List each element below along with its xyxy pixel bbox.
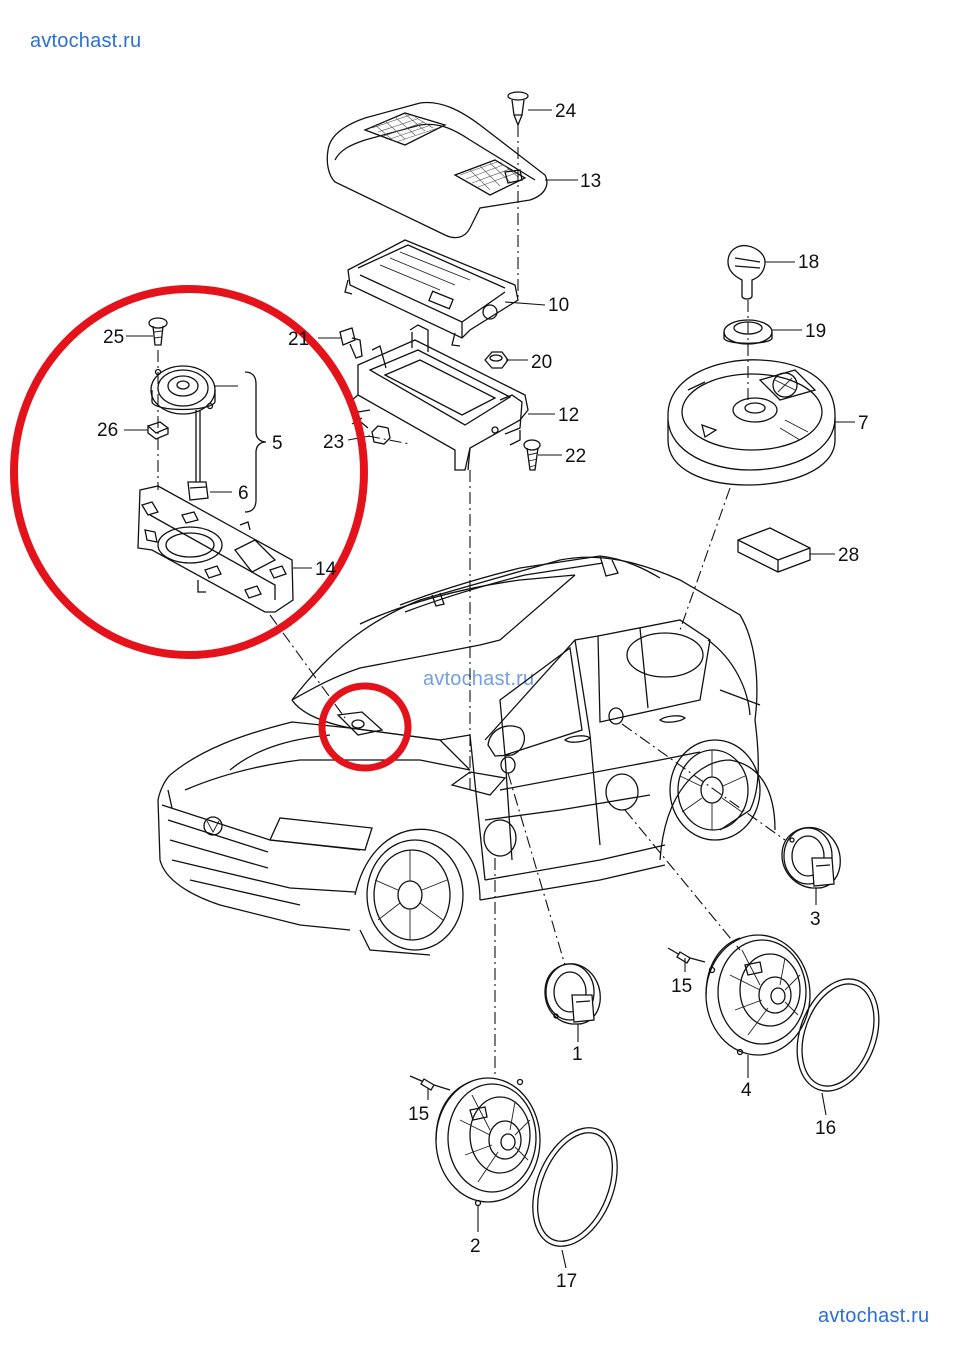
- part-15-screw-a: [667, 947, 706, 964]
- part-5-tweeter-assembly: [137, 317, 294, 613]
- callout-21: 21: [288, 329, 309, 350]
- part-28-pad: [737, 527, 811, 573]
- callout-23: 23: [323, 432, 344, 453]
- part-17-ring: [532, 1127, 618, 1247]
- callout-labels: 24 13 10 12 20 22 21 23 18 19 7 28 25 26…: [97, 101, 869, 1292]
- callout-17: 17: [556, 1271, 577, 1292]
- rear-window-spot: [626, 632, 704, 678]
- part-16-ring: [796, 978, 880, 1092]
- callout-15b: 15: [408, 1104, 429, 1125]
- callout-28: 28: [838, 545, 859, 566]
- part-18-sensor: [727, 244, 766, 300]
- assembly-lines: [157, 125, 786, 1075]
- part-2-woofer: [435, 1077, 541, 1207]
- callout-15a: 15: [671, 976, 692, 997]
- callout-26: 26: [97, 420, 118, 441]
- car-body: [157, 555, 776, 956]
- part-3-speaker: [781, 826, 841, 889]
- callout-20: 20: [531, 352, 552, 373]
- callout-22: 22: [565, 446, 586, 467]
- part-15-screw-b: [409, 1075, 451, 1091]
- highlight-circle-small: [318, 682, 412, 772]
- callout-18: 18: [798, 252, 819, 273]
- watermark-bottom-right: avtochast.ru: [818, 1305, 930, 1327]
- watermark-center: avtochast.ru: [423, 668, 535, 690]
- callout-14: 14: [315, 559, 337, 580]
- part-7-subwoofer: [667, 359, 836, 486]
- callout-1: 1: [572, 1044, 583, 1065]
- part-22-screw: [523, 439, 541, 471]
- callout-19: 19: [805, 321, 826, 342]
- callout-3: 3: [810, 909, 821, 930]
- callout-2: 2: [470, 1236, 481, 1257]
- watermark-top-left: avtochast.ru: [30, 30, 142, 52]
- callout-5: 5: [272, 433, 283, 454]
- part-4-woofer: [705, 934, 811, 1056]
- callout-13: 13: [580, 171, 601, 192]
- leader-lines: [124, 109, 855, 1269]
- part-13-console-cover: [326, 101, 548, 239]
- callout-6: 6: [238, 483, 249, 504]
- part-1-speaker: [544, 963, 601, 1025]
- part-21-clip: [339, 327, 363, 359]
- callout-10: 10: [548, 295, 569, 316]
- callout-4: 4: [741, 1080, 752, 1101]
- callout-7: 7: [858, 413, 869, 434]
- part-24-clip: [507, 91, 529, 127]
- callout-25: 25: [103, 327, 124, 348]
- callout-16: 16: [815, 1118, 836, 1139]
- highlight-circle-large: [10, 285, 368, 659]
- callout-24: 24: [555, 101, 577, 122]
- part-20-nut: [484, 351, 509, 369]
- callout-12: 12: [558, 405, 579, 426]
- part-10-control-unit: [344, 239, 519, 347]
- part-12-bracket: [351, 324, 529, 471]
